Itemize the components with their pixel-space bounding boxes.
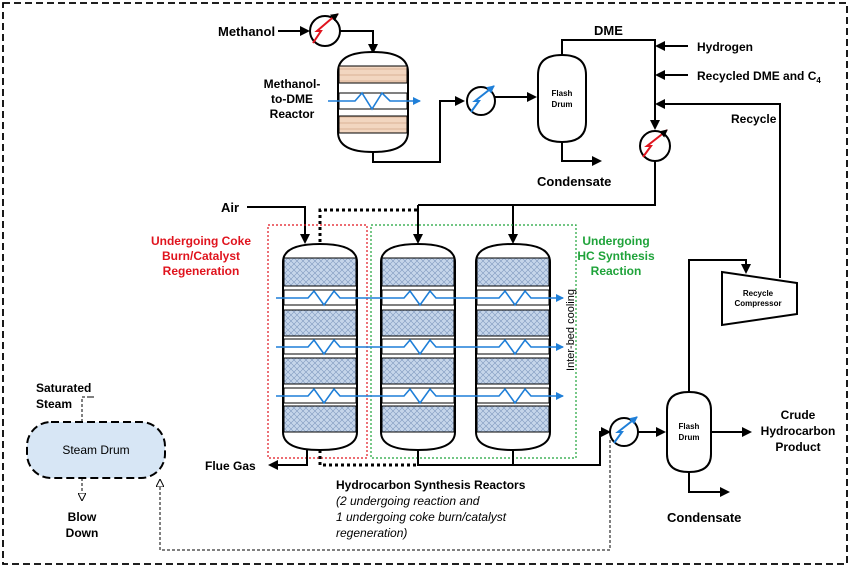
dme-cooler — [466, 85, 496, 116]
dme-reactor-label-1: Methanol- — [264, 77, 321, 91]
compressor-label-1: Recycle — [743, 289, 774, 298]
flash-drum-top-label-1: Flash — [552, 89, 573, 98]
hc-reactor-3 — [475, 242, 551, 452]
flash-drum-bottom — [666, 390, 712, 474]
recycle-compressor — [721, 270, 798, 327]
interbed-cooling-label: Inter-bed cooling — [565, 289, 577, 371]
hc-label-3: Reaction — [591, 264, 642, 278]
hc-reactor-2 — [380, 242, 456, 452]
feed-heater — [639, 129, 671, 162]
hc-label-2: HC Synthesis — [577, 249, 655, 263]
saturated-steam-label-2: Steam — [36, 397, 72, 411]
hc-reactor-1 — [282, 242, 358, 452]
regen-zone — [267, 224, 368, 459]
dme-label: DME — [594, 23, 623, 38]
coke-label-1: Undergoing Coke — [151, 234, 251, 248]
steam-drum-label: Steam Drum — [62, 443, 129, 457]
recycled-dme-label: Recycled DME and C4 — [697, 69, 821, 85]
methanol-to-dme-reactor — [328, 50, 421, 154]
interbed-cooling-coils — [276, 289, 564, 405]
blow-down-label-1: Blow — [68, 510, 97, 524]
steam-drum — [26, 421, 166, 479]
hc-synthesis-zone — [370, 224, 577, 459]
dme-reactor-label-3: Reactor — [270, 107, 315, 121]
flue-gas-label: Flue Gas — [205, 459, 256, 473]
compressor-label-2: Compressor — [734, 299, 781, 308]
blow-down-label-2: Down — [66, 526, 99, 540]
hsr-caption-2: 1 undergoing coke burn/catalyst — [336, 510, 507, 524]
hc-label-1: Undergoing — [582, 234, 649, 248]
crude-label-2: Hydrocarbon — [761, 424, 836, 438]
dme-reactor-label-2: to-DME — [271, 92, 313, 106]
hsr-caption-1: (2 undergoing reaction and — [336, 494, 480, 508]
coke-label-2: Burn/Catalyst — [162, 249, 240, 263]
hsr-caption-3: regeneration) — [336, 526, 407, 540]
methanol-heater — [309, 13, 341, 47]
condensate-bottom-label: Condensate — [667, 510, 741, 525]
air-label: Air — [221, 200, 239, 215]
flash-drum-bottom-label-1: Flash — [679, 422, 700, 431]
hsr-title: Hydrocarbon Synthesis Reactors — [336, 478, 526, 492]
flash-drum-top-label-2: Drum — [552, 100, 573, 109]
recycle-label: Recycle — [731, 112, 777, 126]
coke-label-3: Regeneration — [163, 264, 240, 278]
methanol-label: Methanol — [218, 24, 275, 39]
flash-drum-top — [537, 53, 587, 144]
hydrogen-label: Hydrogen — [697, 40, 753, 54]
crude-label-1: Crude — [781, 408, 816, 422]
product-cooler — [609, 416, 639, 447]
flash-drum-bottom-label-2: Drum — [679, 433, 700, 442]
crude-label-3: Product — [775, 440, 820, 454]
condensate-top-label: Condensate — [537, 174, 611, 189]
saturated-steam-label-1: Saturated — [36, 381, 91, 395]
